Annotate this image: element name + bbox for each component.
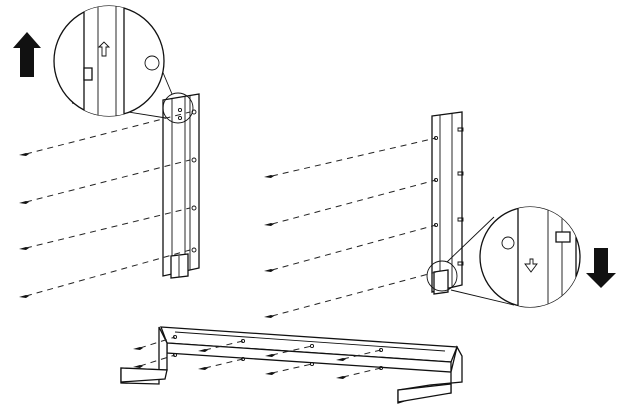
down-arrow-icon (586, 248, 616, 288)
left-screws (19, 111, 191, 298)
screw-icon (336, 358, 346, 361)
screw-icon (265, 372, 275, 375)
left-zoom-detail (53, 5, 194, 124)
right-zoom-detail (426, 206, 581, 308)
screw-icon (19, 201, 29, 204)
up-arrow-icon (13, 32, 41, 77)
screw-icon (264, 315, 274, 318)
down-arrow-small-icon (524, 258, 538, 273)
screw-icon (264, 269, 274, 272)
screw-icon (19, 247, 29, 250)
screw-icon (336, 376, 346, 379)
right-upright-post (431, 111, 464, 295)
screw-icon (264, 223, 274, 226)
screw-icon (198, 349, 208, 352)
screw-icon (198, 367, 208, 370)
screw-icon (264, 175, 274, 178)
left-upright-post (162, 93, 200, 279)
screw-icon (133, 347, 143, 350)
up-arrow-small-icon (97, 41, 111, 57)
screw-icon (265, 354, 275, 357)
screw-icon (133, 365, 143, 368)
base-screws (133, 336, 382, 379)
base-frame (120, 326, 463, 404)
right-screws (264, 137, 437, 318)
screw-icon (19, 153, 29, 156)
screw-icon (19, 295, 29, 298)
